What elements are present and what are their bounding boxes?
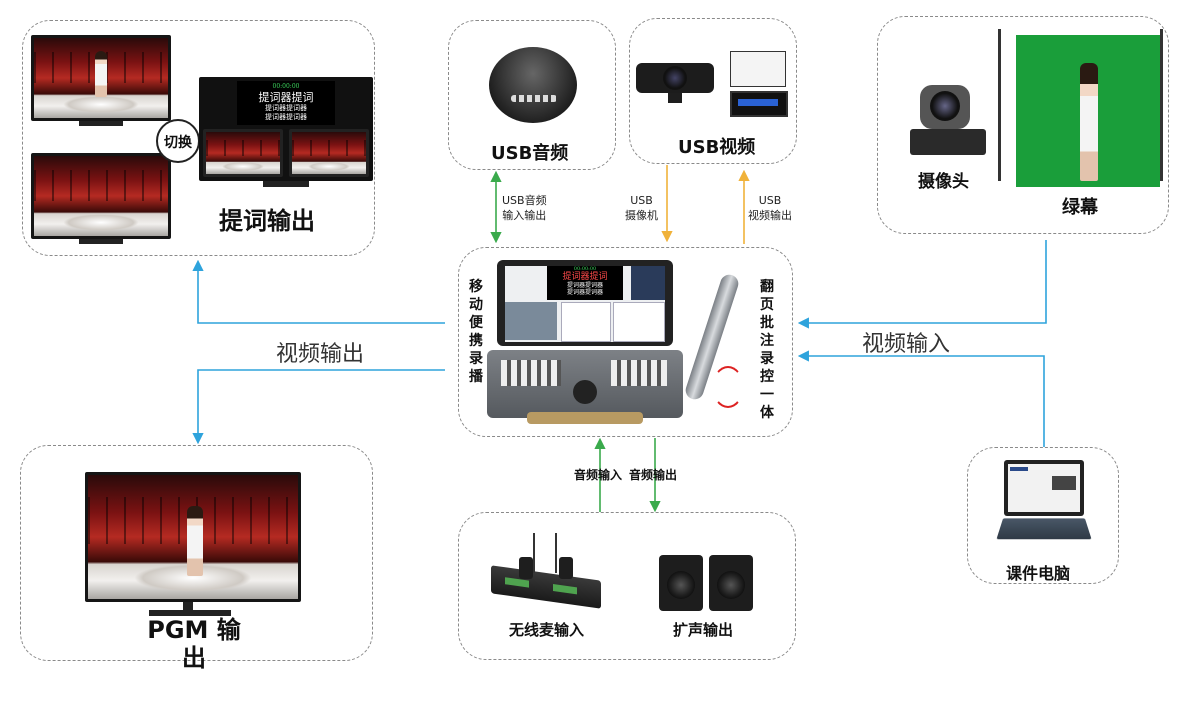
switch-label: 切换 (164, 135, 192, 151)
video-output-label: 视频输出 (276, 342, 365, 367)
video-out-to-teleprompter-arrow (192, 259, 445, 324)
switch-badge: 切换 (156, 119, 200, 163)
video-input-label: 视频输入 (862, 332, 951, 357)
pgm-output-title: PGM 输出 (147, 616, 241, 672)
teleprompter-heading: 提词器提词 (258, 91, 314, 104)
speaker-left (659, 555, 703, 611)
usb-capture-device (730, 91, 788, 117)
usb-audio-io-label: USB音频 输入输出 (502, 194, 547, 222)
recorder-heading: 提词器提词 (562, 272, 608, 282)
portable-recorder-box: 移动便携录播 00:00:00 提词器提词 提词器提词器 提词器提词器 (458, 247, 793, 437)
green-screen-label: 绿幕 (1062, 197, 1098, 218)
speakerphone-buttons (511, 95, 557, 102)
audio-io-box: 无线麦输入 扩声输出 (458, 512, 796, 660)
usb-audio-box: USB音频 (448, 20, 616, 170)
teleprompter-output-title: 提词输出 (219, 207, 315, 235)
usb-video-box: USB视频 (629, 18, 797, 164)
recorder-clock: 00:00:00 (573, 266, 597, 272)
recorder-keyboard-base (487, 350, 683, 418)
audio-output-label: 音频输出 (629, 468, 678, 482)
teleprompter-text-panel: 00:00:00 提词器提词 提词器提词器 提词器提词器 (237, 81, 335, 125)
green-screen-presenter (1080, 63, 1098, 181)
usb-video-thumbnail (730, 51, 786, 87)
pgm-output-box: PGM 输出 (20, 445, 373, 672)
camera-to-recorder-arrow (797, 240, 1047, 329)
laptop-to-recorder-arrow (797, 350, 1045, 447)
speakerphone-device (489, 47, 577, 123)
usb-camera-label: USB 摄像机 (625, 194, 658, 222)
courseware-laptop-box: 课件电脑 (967, 447, 1119, 584)
pgm-presenter (187, 506, 203, 576)
teleprompter-line-1: 提词器提词器 (265, 104, 307, 112)
recorder-screen: 00:00:00 提词器提词 提词器提词器 提词器提词器 (505, 266, 665, 342)
speaker-label: 扩声输出 (673, 621, 734, 639)
webcam-device (636, 63, 714, 93)
wireless-mic-receiver (491, 565, 601, 609)
recorder-line-2: 提词器提词器 (566, 289, 603, 296)
teleprompter-output-box: 切换 00:00:00 提词器提词 提词器提词器 提词器提词器 提词输出 (22, 20, 375, 256)
usb-audio-title: USB音频 (491, 143, 569, 164)
monitor-bottom-left (31, 153, 171, 239)
pgm-monitor (85, 472, 301, 602)
laptop-screen (1004, 460, 1084, 516)
teleprompter-line-2: 提词器提词器 (265, 113, 307, 121)
portable-recorder-label: 移动便携录播 (469, 279, 483, 385)
teleprompter-monitor: 00:00:00 提词器提词 提词器提词器 提词器提词器 (199, 77, 373, 181)
audio-input-label: 音频输入 (574, 468, 623, 482)
speaker-right (709, 555, 753, 611)
recorder-line-1: 提词器提词器 (566, 282, 603, 289)
recorder-device: 00:00:00 提词器提词 提词器提词器 提词器提词器 (487, 260, 683, 428)
pen-feature-label: 翻页批注录控一体 (760, 279, 774, 421)
camera-label: 摄像头 (918, 172, 969, 192)
recorder-screen-bezel: 00:00:00 提词器提词 提词器提词器 提词器提词器 (497, 260, 673, 346)
wireless-mic-label: 无线麦输入 (509, 621, 585, 639)
teleprompter-clock: 00:00:00 (272, 83, 300, 90)
monitor-top-left (31, 35, 171, 121)
video-out-to-pgm-arrow (192, 369, 445, 445)
ptz-camera (910, 85, 990, 157)
usb-video-title: USB视频 (678, 137, 756, 158)
courseware-laptop-title: 课件电脑 (1006, 564, 1071, 583)
camera-greenscreen-box: 摄像头 绿幕 (877, 16, 1169, 234)
usb-video-output-label: USB 视频输出 (748, 194, 792, 222)
recorder-handle (527, 412, 643, 424)
laptop-keyboard (996, 518, 1092, 540)
